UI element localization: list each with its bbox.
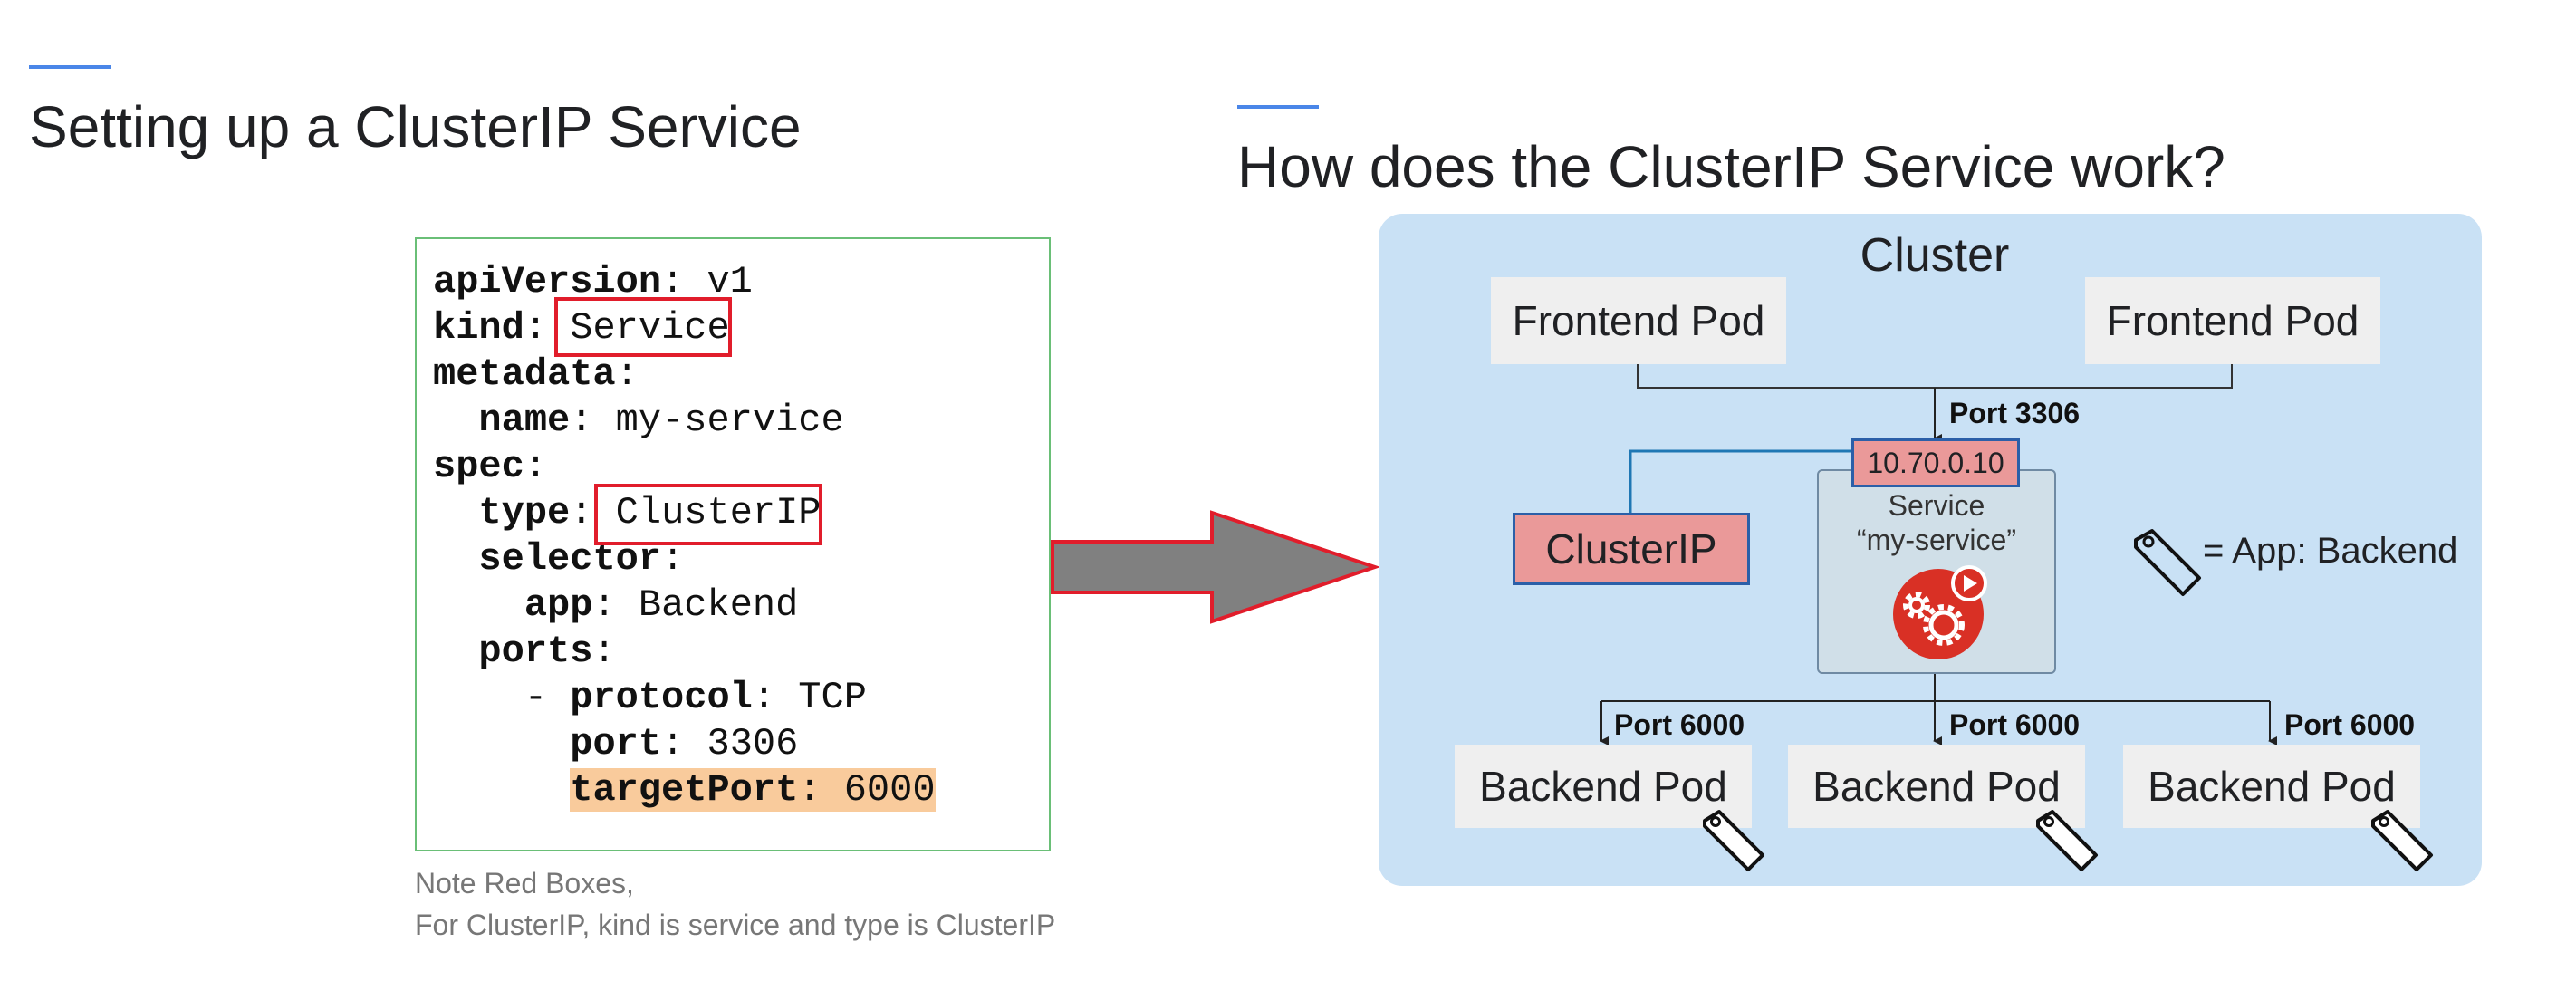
port-6000-label-3: Port 6000 — [2284, 708, 2416, 741]
backend-pod-1: Backend Pod — [1455, 745, 1752, 828]
service-ip-box: 10.70.0.10 — [1851, 438, 2020, 487]
note-text: Note Red Boxes, For ClusterIP, kind is s… — [415, 862, 1055, 947]
code-line-protocol: - protocol: TCP — [433, 676, 867, 719]
service-label-line-1: Service — [1888, 489, 1985, 522]
tag-legend-label: = App: Backend — [2203, 531, 2458, 571]
code-line-name: name: my-service — [478, 399, 844, 442]
target-port-highlight: targetPort: 6000 — [570, 768, 936, 812]
note-line-2: For ClusterIP, kind is service and type … — [415, 909, 1056, 942]
port-3306-label: Port 3306 — [1949, 397, 2081, 429]
code-line-metadata: metadata: — [433, 352, 639, 396]
code-line-kind: kind: Service — [433, 306, 730, 350]
note-line-1: Note Red Boxes, — [415, 867, 634, 900]
big-arrow-right — [1051, 510, 1381, 624]
cluster-label: Cluster — [1860, 229, 2010, 282]
code-line-type: type: ClusterIP — [478, 491, 822, 534]
backend-pod-2: Backend Pod — [1788, 745, 2085, 828]
backend-pod-1-tag-icon — [1703, 810, 1764, 871]
yaml-code-box: apiVersion: v1 kind: Service metadata: n… — [415, 237, 1051, 851]
kind-service-redbox — [554, 297, 732, 357]
right-slide-title: How does the ClusterIP Service work? — [1237, 134, 2225, 199]
frontend-pod-1: Frontend Pod — [1491, 277, 1786, 364]
port-6000-label-2: Port 6000 — [1949, 708, 2081, 741]
code-line-selector: selector: — [478, 537, 685, 581]
left-title-accent-line — [29, 65, 111, 69]
service-label-line-2: “my-service” — [1857, 524, 2016, 556]
service-gears-icon — [1893, 565, 1987, 659]
code-line-apiversion: apiVersion: v1 — [433, 260, 753, 303]
code-line-app: app: Backend — [524, 583, 799, 627]
app-backend-tag-icon — [2134, 529, 2201, 596]
left-slide-title: Setting up a ClusterIP Service — [29, 94, 802, 159]
code-line-spec: spec: — [433, 445, 548, 488]
code-line-ports: ports: — [478, 630, 616, 673]
right-title-accent-line — [1237, 105, 1319, 109]
type-clusterip-redbox — [594, 484, 822, 545]
port-6000-label-1: Port 6000 — [1614, 708, 1745, 741]
backend-pod-2-tag-icon — [2036, 810, 2098, 871]
backend-pod-3: Backend Pod — [2123, 745, 2420, 828]
frontend-pod-2: Frontend Pod — [2085, 277, 2380, 364]
backend-pod-3-tag-icon — [2371, 810, 2433, 871]
code-line-port: port: 3306 — [570, 722, 799, 765]
code-line-targetport: targetPort: 6000 — [433, 768, 936, 812]
clusterip-type-box: ClusterIP — [1513, 513, 1750, 585]
